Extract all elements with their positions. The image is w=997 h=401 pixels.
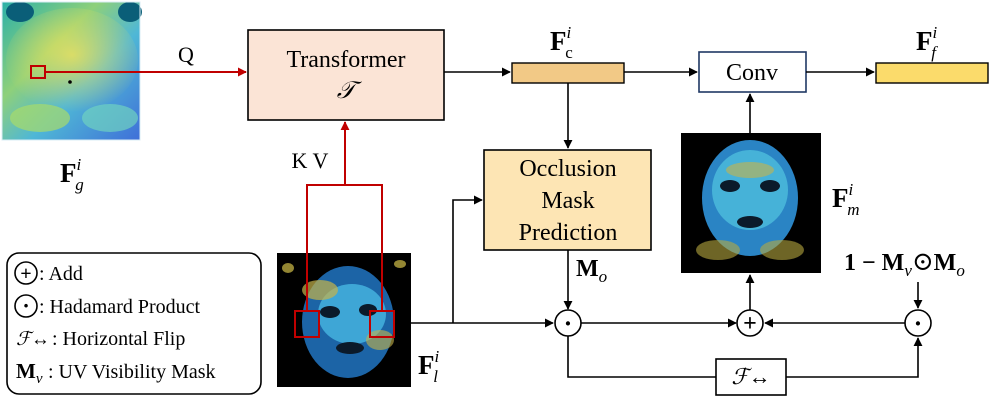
add-node-symbol: + [743,311,757,337]
flip-block [715,358,787,396]
multiply-node-mo-symbol: · [564,309,573,338]
partial-uv-image [277,253,411,387]
legend-flip-label: : Horizontal Flip [52,328,185,350]
occlusion-line2: Mask [541,188,594,214]
legend-add-icon [14,261,38,285]
fc-feature-bar [511,62,625,84]
transformer-title: Transformer [286,47,405,73]
q-label: Q [178,42,194,67]
fl-to-occlusion-arrow [452,195,483,323]
mo-label: Mo [576,256,607,286]
ff-feature-bar [875,62,989,84]
legend-add-icon-symbol: + [20,263,31,285]
legend-flip-symbol: ℱ↔ [16,329,50,350]
visibility-formula: 1 − Mv⊙Mo [844,247,965,280]
conv-label: Conv [726,60,778,86]
occlusion-line1: Occlusion [519,156,616,182]
multiply-node-visibility-symbol: · [914,309,923,338]
transformer-block [247,29,445,121]
flip-block-symbol: ℱ↔ [731,364,770,389]
legend: + : Add · : Hadamard Product ℱ↔ : Horizo… [6,252,262,395]
legend-mv-symbol: Mv [16,359,43,387]
merged-uv-image [681,133,821,273]
flip-path-right [786,337,923,378]
occlusion-line3: Prediction [519,220,618,246]
query-dot [68,80,72,84]
legend-hadamard-icon-symbol: · [22,293,29,318]
kv-label: K V [292,148,329,173]
legend-add-label: : Add [39,263,83,285]
flip-path-left [567,336,716,378]
legend-hadamard-label: : Hadamard Product [39,296,201,318]
legend-box [6,252,262,395]
legend-mv-label: : UV Visibility Mask [48,361,216,383]
legend-hadamard-icon [14,294,38,318]
conv-block [698,51,807,93]
